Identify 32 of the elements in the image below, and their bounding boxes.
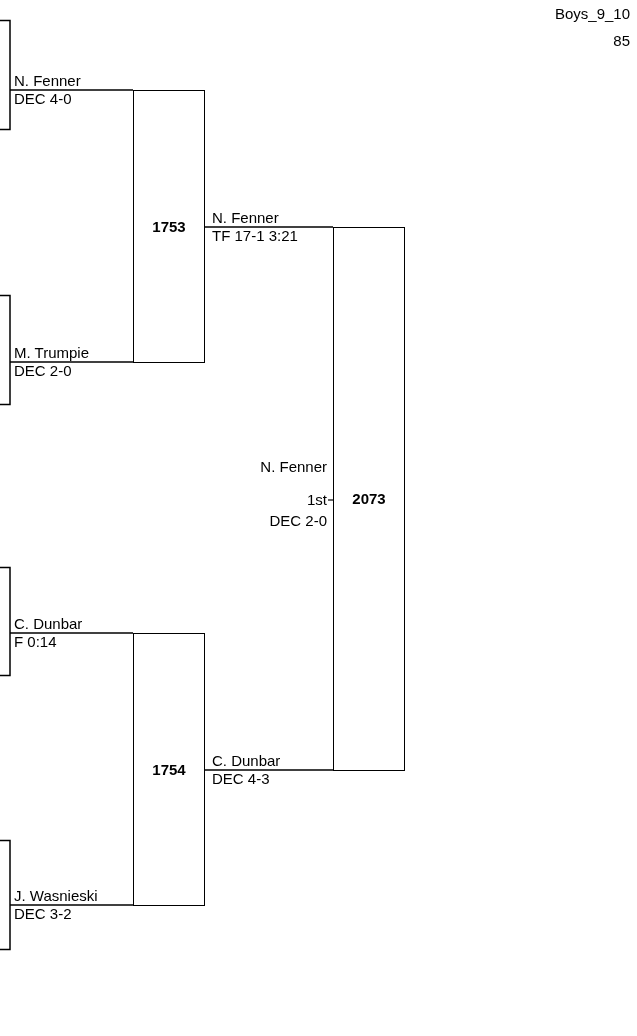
match-result: DEC 4-3 <box>212 771 270 787</box>
placement-label: 1st <box>307 492 327 508</box>
wrestler-name: J. Wasnieski <box>14 888 98 904</box>
wrestler-name: N. Fenner <box>212 210 279 226</box>
match-result: F 0:14 <box>14 634 57 650</box>
bracket-line <box>9 361 134 363</box>
match-box <box>133 633 205 906</box>
bracket-line <box>204 226 334 228</box>
bracket-box <box>0 567 10 676</box>
match-result: TF 17-1 3:21 <box>212 228 298 244</box>
bracket-box <box>0 295 10 405</box>
bracket-box <box>0 20 10 130</box>
bracket-box <box>0 840 10 950</box>
bracket-line <box>204 769 334 771</box>
wrestler-name: C. Dunbar <box>14 616 83 632</box>
match-number: 1753 <box>152 218 186 235</box>
bracket-text: DEC 2-0 <box>269 513 327 529</box>
wrestler-name: N. Fenner <box>14 73 81 89</box>
match-result: DEC 3-2 <box>14 906 72 922</box>
weight-label: 85 <box>613 33 630 49</box>
bracket-title: Boys_9_10 <box>554 6 630 22</box>
bracket-line <box>9 632 134 634</box>
match-box <box>333 227 405 771</box>
bracket-text: N. Fenner <box>260 459 327 475</box>
match-box <box>133 90 205 363</box>
bracket-line <box>9 904 134 906</box>
match-number: 2073 <box>352 491 386 507</box>
wrestler-name: C. Dunbar <box>212 753 281 769</box>
match-result: DEC 2-0 <box>14 363 72 379</box>
bracket-line <box>9 89 134 91</box>
match-number: 1754 <box>152 761 186 778</box>
match-result: DEC 4-0 <box>14 91 72 107</box>
